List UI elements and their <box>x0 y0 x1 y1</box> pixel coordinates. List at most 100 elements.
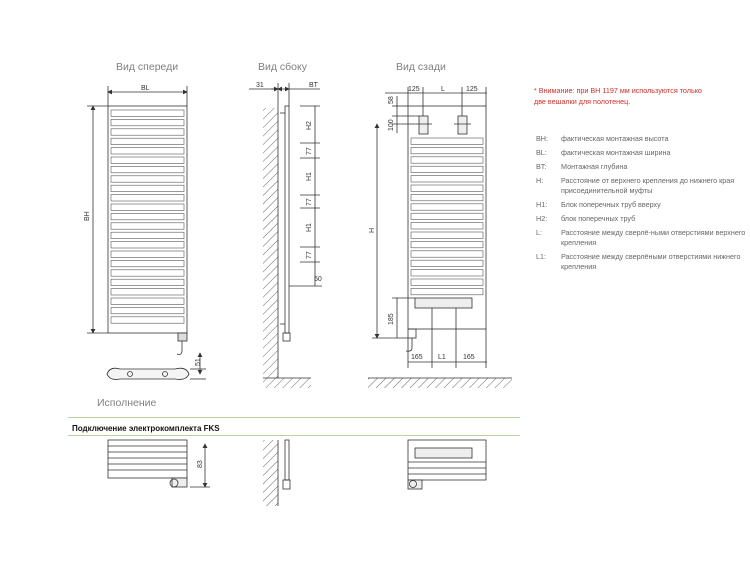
legend-key: H1: <box>536 200 548 209</box>
section-divider-bottom <box>68 435 520 436</box>
warning-note: * Внимание: при BH 1197 мм используются … <box>534 86 702 106</box>
dim-side-50: 50 <box>314 276 322 283</box>
back-view <box>368 87 512 388</box>
tube-bar <box>110 278 185 286</box>
legend-row: BH: фактическая монтажная высота <box>536 134 746 144</box>
dim-back-165-right: 165 <box>463 354 475 361</box>
legend-value: блок поперечных труб <box>561 214 636 223</box>
tube-bar <box>110 316 185 324</box>
legend-value: Расстояние между сверлёными отверстиями … <box>561 252 741 271</box>
tube-bar <box>110 297 185 305</box>
legend-row: H1: Блок поперечных труб вверху <box>536 200 746 210</box>
dim-bh: BH <box>84 211 91 221</box>
side-view-title: Вид сбоку <box>258 61 307 73</box>
dim-back-100: 100 <box>388 119 395 131</box>
legend-row: BT: Монтажная глубина <box>536 162 746 172</box>
back-view-title: Вид сзади <box>396 61 446 73</box>
dim-back-185: 185 <box>388 313 395 325</box>
legend-value: фактическая монтажная ширина <box>561 148 671 157</box>
tube-bar <box>410 222 484 230</box>
dim-side-h1-a: H1 <box>306 172 313 181</box>
legend-key: BT: <box>536 162 547 171</box>
tube-bar <box>110 203 185 211</box>
tube-bar <box>110 109 185 117</box>
fks-back <box>407 439 487 490</box>
tube-bar <box>110 288 185 296</box>
tube-bar <box>410 250 484 258</box>
tube-bar <box>110 213 185 221</box>
tube-bar <box>110 194 185 202</box>
tube-bar <box>410 194 484 202</box>
dim-back-125-left: 125 <box>408 86 420 93</box>
tube-bar <box>410 175 484 183</box>
tube-bar <box>410 184 484 192</box>
tube-bar <box>110 119 185 127</box>
legend-row: BL: фактическая монтажная ширина <box>536 148 746 158</box>
tube-bar <box>410 203 484 211</box>
dim-back-165-left: 165 <box>411 354 423 361</box>
legend-key: H: <box>536 176 544 185</box>
legend-value: Монтажная глубина <box>561 162 628 171</box>
tube-bar <box>110 147 185 155</box>
dim-side-bt: BT <box>309 82 319 89</box>
legend-value: фактическая монтажная высота <box>561 134 669 143</box>
dim-back-l: L <box>441 86 445 93</box>
legend-value: Расстояние между сверлё-ными отверстиями… <box>561 228 746 247</box>
dim-side-h1-b: H1 <box>306 223 313 232</box>
tube-bar <box>410 137 484 145</box>
tube-bar <box>110 156 185 164</box>
legend-key: BL: <box>536 148 547 157</box>
tube-bar <box>110 307 185 315</box>
tube-bar <box>410 165 484 173</box>
dim-back-h: H <box>369 228 376 233</box>
tube-bar <box>410 288 484 296</box>
tube-bar <box>110 184 185 192</box>
section-title: Подключение электрокомплекта FKS <box>72 424 220 433</box>
tube-bar <box>410 147 484 155</box>
legend-row: L: Расстояние между сверлё-ными отверстия… <box>536 228 746 248</box>
front-view-title: Вид спереди <box>116 61 179 73</box>
dim-side-77-a: 77 <box>306 147 313 155</box>
tube-bar <box>110 231 185 239</box>
dim-side-h2: H2 <box>306 121 313 130</box>
dim-side-77-c: 77 <box>306 251 313 259</box>
tube-bar <box>110 260 185 268</box>
tube-bar <box>410 231 484 239</box>
tube-bar <box>110 222 185 230</box>
legend-value: Блок поперечных труб вверху <box>561 200 661 209</box>
tube-bar <box>110 128 185 136</box>
tube-bar <box>410 241 484 249</box>
tube-bar <box>410 156 484 164</box>
dim-bl: BL <box>141 85 150 92</box>
legend-value: Расстояние от верхнего крепления до нижн… <box>561 176 735 195</box>
tube-bar <box>110 137 185 145</box>
tube-bar <box>110 250 185 258</box>
legend-key: H2: <box>536 214 548 223</box>
tube-bar <box>110 166 185 174</box>
dim-fks-83: 83 <box>197 460 204 468</box>
tube-bar <box>110 175 185 183</box>
variant-top-view <box>106 352 206 380</box>
front-view <box>87 86 188 355</box>
fks-front <box>107 439 210 488</box>
dim-back-58: 58 <box>388 96 395 104</box>
legend-key: BH: <box>536 134 548 143</box>
tube-bar <box>110 269 185 277</box>
legend-row: L1: Расстояние между сверлёными отверстия… <box>536 252 746 272</box>
section-divider-top <box>68 417 520 418</box>
legend-row: H: Расстояние от верхнего крепления до ни… <box>536 176 746 196</box>
dim-side-77-b: 77 <box>306 198 313 206</box>
tube-bar <box>410 269 484 277</box>
legend-key: L: <box>536 228 542 237</box>
tube-bar <box>110 241 185 249</box>
fks-side <box>263 439 291 506</box>
dim-back-l1: L1 <box>438 354 446 361</box>
dim-side-31: 31 <box>256 82 264 89</box>
dim-back-125-right: 125 <box>466 86 478 93</box>
dim-variant-51: 51 <box>195 358 202 366</box>
legend-key: L1: <box>536 252 546 261</box>
side-view <box>249 83 322 388</box>
tube-bar <box>410 259 484 267</box>
